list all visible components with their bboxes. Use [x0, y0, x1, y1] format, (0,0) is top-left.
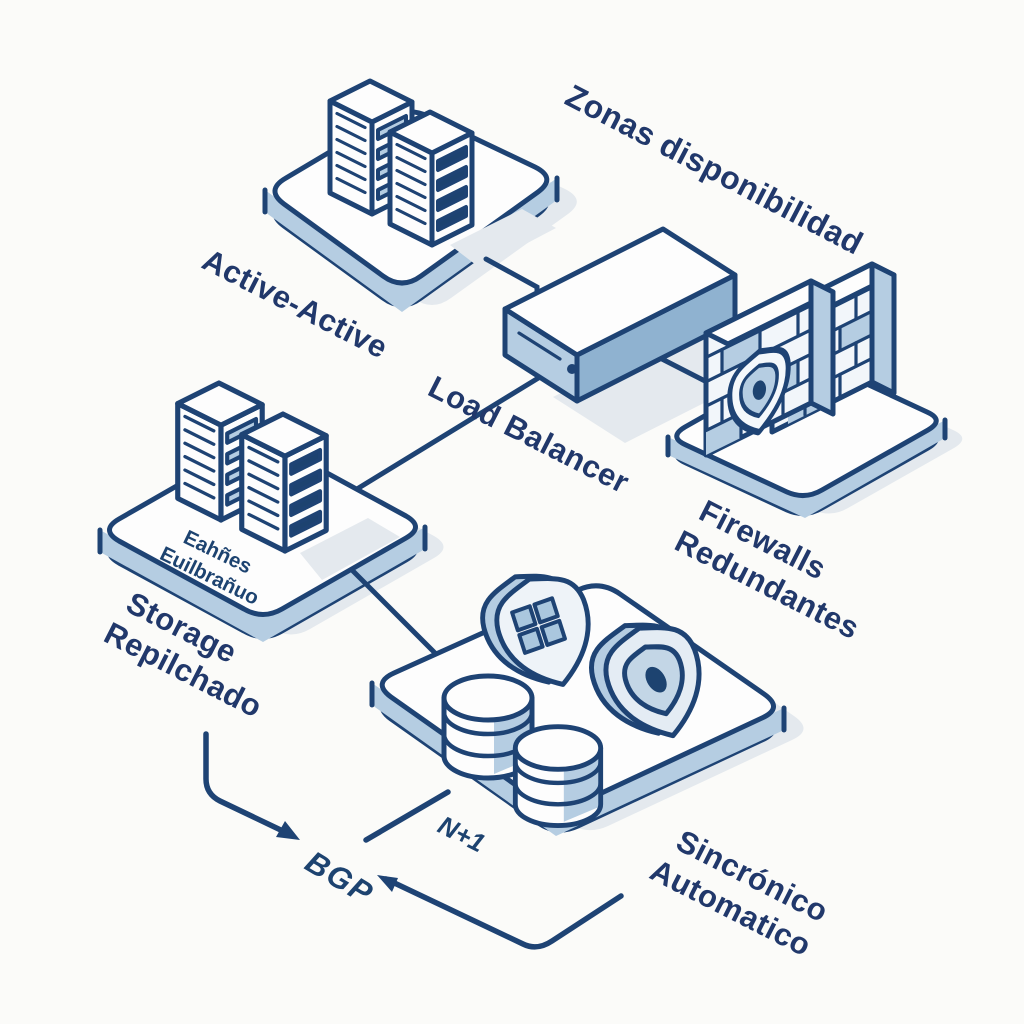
security-storage-platform: [369, 557, 787, 836]
storage-flow-arrow: [203, 731, 300, 840]
bgp-return-arrow: [377, 875, 624, 950]
label-n-plus-one: N+1: [433, 810, 490, 859]
label-firewalls: Firewalls Redundantes: [669, 493, 865, 646]
brick-wall-icon: [703, 278, 836, 458]
server-shadow: [450, 209, 556, 268]
availability-zone-a-platform: [262, 81, 560, 312]
connector-left-to-bottom: [349, 567, 439, 657]
shield-window-icon: [472, 557, 606, 704]
server-rack-icon: [242, 414, 326, 551]
shield-keyhole-emblem: [730, 337, 788, 447]
shield-keyhole-icon: [581, 606, 717, 755]
availability-zone-b-platform: Eahñes Euilbrañuo: [97, 383, 428, 642]
label-bgp: BGP: [299, 844, 380, 912]
server-shadow: [300, 518, 400, 580]
label-sync: Sincrónico Automatico: [645, 823, 834, 963]
connector-left-to-lb: [354, 374, 543, 492]
n-plus-1-leader-line: [363, 789, 451, 843]
lb-led: [567, 364, 577, 374]
label-availability-zones: Zonas disponibilidad: [560, 77, 869, 261]
load-balancer-icon: [502, 226, 738, 404]
firewall-platform: [665, 261, 948, 518]
database-stack-icon: [515, 727, 600, 826]
server-rack-icon: [390, 112, 472, 245]
lb-slot: [517, 331, 562, 361]
